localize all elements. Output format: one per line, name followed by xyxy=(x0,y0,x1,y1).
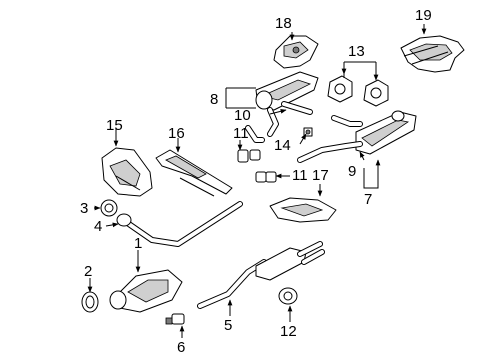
callout-7: 7 xyxy=(364,191,372,208)
oxygen-sensor-6 xyxy=(165,313,185,325)
callout-17: 17 xyxy=(312,167,329,184)
callout-1: 1 xyxy=(134,235,142,252)
gasket-13-left xyxy=(327,75,353,103)
callout-9: 9 xyxy=(348,163,356,180)
callout-2: 2 xyxy=(84,263,92,280)
callout-11-bottom: 11 xyxy=(292,167,308,184)
callout-6: 6 xyxy=(177,339,185,356)
catalytic-converter-1 xyxy=(109,269,183,313)
gasket-3 xyxy=(100,199,118,217)
callout-5: 5 xyxy=(224,317,232,334)
clamp-12 xyxy=(278,287,298,305)
rear-muffler xyxy=(297,110,417,163)
center-pipe-resonator-5 xyxy=(197,241,325,309)
front-muffler-assembly xyxy=(245,71,319,143)
callout-13: 13 xyxy=(348,43,365,60)
hanger-11-b xyxy=(255,171,277,183)
gasket-13-right xyxy=(363,79,389,107)
callout-11-top: 11 xyxy=(233,125,249,142)
heat-shield-19 xyxy=(400,35,465,73)
heat-shield-16 xyxy=(155,149,233,197)
callout-3: 3 xyxy=(80,200,88,217)
callout-18: 18 xyxy=(275,15,292,32)
heat-shield-17 xyxy=(269,197,337,223)
heat-shield-18 xyxy=(273,35,319,69)
callout-labels: 19 18 13 8 10 15 16 11 14 9 11 17 7 3 4 … xyxy=(80,7,432,356)
callout-19: 19 xyxy=(415,7,432,24)
front-pipe-4 xyxy=(116,201,243,247)
callout-15: 15 xyxy=(106,117,123,134)
callout-4: 4 xyxy=(94,218,102,235)
callout-14: 14 xyxy=(274,137,291,154)
callout-12: 12 xyxy=(280,323,297,340)
callout-8: 8 xyxy=(210,91,218,108)
leader-lines xyxy=(87,24,427,338)
hanger-11-a xyxy=(237,149,261,163)
callout-16: 16 xyxy=(168,125,185,142)
callout-10: 10 xyxy=(234,107,251,124)
gasket-2 xyxy=(81,291,99,313)
heat-shield-15 xyxy=(101,147,153,197)
clamp-bolt-14 xyxy=(303,127,313,137)
